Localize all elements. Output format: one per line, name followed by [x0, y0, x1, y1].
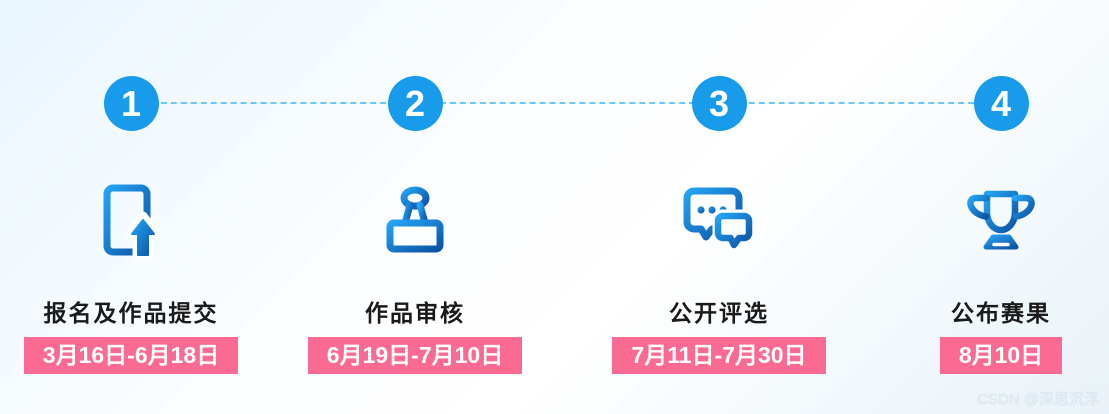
step-3-label: 公开评选	[669, 300, 769, 326]
stamp-icon	[381, 181, 449, 261]
timeline-step-3: 3 公开评选 7月11日-7月30日	[599, 0, 839, 374]
step-3-date-badge: 7月11日-7月30日	[612, 337, 826, 374]
step-1-date-badge: 3月16日-6月18日	[23, 337, 239, 374]
document-upload-icon	[99, 181, 163, 261]
timeline-step-1: 1 报名及作品提交 3月16日-6月18日	[11, 0, 251, 374]
step-1-number-badge: 1	[103, 76, 159, 131]
chat-bubbles-icon	[682, 181, 756, 261]
step-4-date-badge: 8月10日	[939, 337, 1063, 374]
trophy-icon	[965, 181, 1037, 261]
step-4-label: 公布赛果	[951, 300, 1051, 326]
step-3-number-badge: 3	[691, 76, 747, 131]
step-1-label: 报名及作品提交	[43, 300, 219, 326]
timeline-step-4: 4 公布赛果 8月10日	[881, 0, 1109, 374]
step-4-number-badge: 4	[973, 76, 1029, 131]
timeline-step-2: 2 作品审核 6月19日-7月10日	[295, 0, 535, 374]
step-2-label: 作品审核	[365, 300, 465, 326]
step-2-number-badge: 2	[387, 76, 443, 131]
step-2-date-badge: 6月19日-7月10日	[307, 337, 523, 374]
csdn-watermark: CSDN @深思沉浮	[977, 391, 1099, 408]
timeline-connector-line	[131, 102, 1004, 104]
